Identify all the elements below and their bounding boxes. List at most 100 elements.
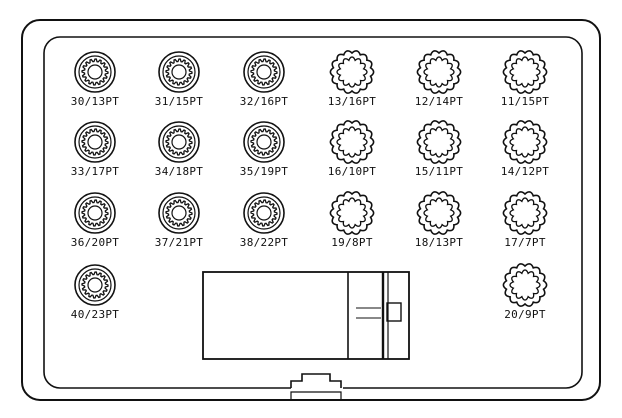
spline-drive-icon (81, 199, 109, 227)
socket-label: 11/15PT (501, 95, 550, 108)
spline-drive-icon (423, 197, 455, 229)
spline-drive-icon (509, 56, 541, 88)
socket-40-23pt: 40/23PT (71, 264, 120, 321)
socket-bore (171, 134, 187, 150)
socket-outer-ring (74, 51, 116, 93)
spline-drive-icon (336, 56, 368, 88)
spline-drive-icon (81, 271, 109, 299)
spline-drive-icon (81, 128, 109, 156)
scalloped-rim-icon (502, 263, 548, 307)
scalloped-rim-icon (502, 120, 548, 164)
socket-35-19pt: 35/19PT (240, 121, 289, 178)
socket-outer-ring (74, 121, 116, 163)
spline-drive-icon (336, 126, 368, 158)
socket-bore (256, 205, 272, 221)
long-socket (202, 271, 410, 360)
socket-12-14pt: 12/14PT (415, 50, 464, 108)
socket-inner-ring (78, 268, 112, 302)
socket-bore (87, 205, 103, 221)
socket-label: 38/22PT (240, 236, 289, 249)
socket-bore (87, 277, 103, 293)
socket-label: 36/20PT (71, 236, 120, 249)
socket-outer-ring (243, 192, 285, 234)
scalloped-rim-icon (502, 191, 548, 235)
spline-drive-icon (165, 199, 193, 227)
socket-bore (87, 64, 103, 80)
case-outer-outline (21, 19, 601, 401)
socket-inner-ring (78, 55, 112, 89)
socket-16-10pt: 16/10PT (328, 120, 377, 178)
socket-outer-ring (243, 51, 285, 93)
scalloped-rim-icon (416, 191, 462, 235)
socket-label: 17/7PT (504, 236, 546, 249)
spline-drive-icon (423, 56, 455, 88)
socket-inner-ring (247, 55, 281, 89)
socket-inner-ring (162, 196, 196, 230)
socket-label: 16/10PT (328, 165, 377, 178)
scalloped-rim-icon (416, 120, 462, 164)
spline-drive-icon (509, 269, 541, 301)
socket-label: 19/8PT (331, 236, 373, 249)
spline-drive-icon (336, 197, 368, 229)
socket-14-12pt: 14/12PT (501, 120, 550, 178)
socket-label: 13/16PT (328, 95, 377, 108)
socket-33-17pt: 33/17PT (71, 121, 120, 178)
socket-label: 40/23PT (71, 308, 120, 321)
socket-label: 31/15PT (155, 95, 204, 108)
socket-label: 32/16PT (240, 95, 289, 108)
socket-outer-ring (158, 192, 200, 234)
socket-label: 37/21PT (155, 236, 204, 249)
socket-inner-ring (247, 125, 281, 159)
scalloped-rim-icon (329, 120, 375, 164)
socket-bore (171, 205, 187, 221)
socket-label: 18/13PT (415, 236, 464, 249)
socket-19-8pt: 19/8PT (329, 191, 375, 249)
socket-label: 14/12PT (501, 165, 550, 178)
socket-label: 20/9PT (504, 308, 546, 321)
spline-drive-icon (165, 58, 193, 86)
socket-label: 33/17PT (71, 165, 120, 178)
socket-31-15pt: 31/15PT (155, 51, 204, 108)
socket-17-7pt: 17/7PT (502, 191, 548, 249)
socket-15-11pt: 15/11PT (415, 120, 464, 178)
socket-label: 30/13PT (71, 95, 120, 108)
socket-inner-ring (162, 125, 196, 159)
case-latch (290, 373, 343, 399)
spline-drive-icon (509, 126, 541, 158)
socket-inner-ring (78, 196, 112, 230)
spline-drive-icon (250, 199, 278, 227)
spline-drive-icon (509, 197, 541, 229)
spline-drive-icon (165, 128, 193, 156)
socket-bore (256, 64, 272, 80)
socket-11-15pt: 11/15PT (501, 50, 550, 108)
spline-drive-icon (250, 58, 278, 86)
socket-bore (256, 134, 272, 150)
socket-18-13pt: 18/13PT (415, 191, 464, 249)
spline-drive-icon (423, 126, 455, 158)
socket-38-22pt: 38/22PT (240, 192, 289, 249)
socket-bore (171, 64, 187, 80)
socket-inner-ring (78, 125, 112, 159)
socket-13-16pt: 13/16PT (328, 50, 377, 108)
scalloped-rim-icon (502, 50, 548, 94)
socket-32-16pt: 32/16PT (240, 51, 289, 108)
socket-label: 12/14PT (415, 95, 464, 108)
socket-outer-ring (158, 51, 200, 93)
case-inner-outline (43, 36, 583, 389)
socket-outer-ring (74, 264, 116, 306)
socket-label: 34/18PT (155, 165, 204, 178)
socket-34-18pt: 34/18PT (155, 121, 204, 178)
socket-36-20pt: 36/20PT (71, 192, 120, 249)
socket-30-13pt: 30/13PT (71, 51, 120, 108)
socket-inner-ring (162, 55, 196, 89)
spline-drive-icon (81, 58, 109, 86)
scalloped-rim-icon (416, 50, 462, 94)
socket-outer-ring (74, 192, 116, 234)
socket-20-9pt: 20/9PT (502, 263, 548, 321)
socket-label: 15/11PT (415, 165, 464, 178)
socket-label: 35/19PT (240, 165, 289, 178)
spline-drive-icon (250, 128, 278, 156)
socket-inner-ring (247, 196, 281, 230)
scalloped-rim-icon (329, 191, 375, 235)
